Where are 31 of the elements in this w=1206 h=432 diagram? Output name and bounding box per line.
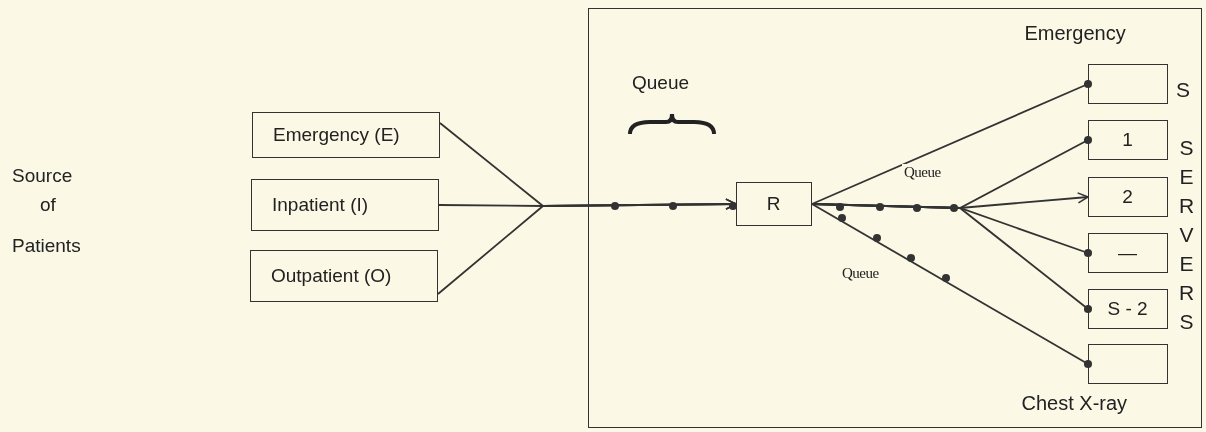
node-text: 1 xyxy=(1122,128,1133,151)
server-caption: Emergency xyxy=(1024,21,1126,45)
router-box xyxy=(735,181,812,226)
connector xyxy=(811,203,1093,369)
source-box xyxy=(252,112,440,158)
node-text: Emergency (E) xyxy=(273,124,400,146)
node-text: — xyxy=(1118,241,1137,264)
server-box xyxy=(1087,232,1168,273)
label-text: of xyxy=(40,194,56,216)
label-text: Queue xyxy=(632,72,690,94)
source-box xyxy=(251,179,439,231)
node-text: Inpatient (I) xyxy=(272,194,369,216)
server-letters: S xyxy=(1176,78,1190,102)
server-box xyxy=(1087,288,1168,329)
source-box xyxy=(250,250,438,302)
server-box xyxy=(1087,119,1168,160)
node-text: 2 xyxy=(1122,185,1133,208)
connector xyxy=(811,79,1093,205)
node-text: S - 2 xyxy=(1107,297,1148,320)
server-box xyxy=(1087,343,1168,384)
label-text: Source xyxy=(12,165,73,187)
edge-label: Queue xyxy=(840,265,881,282)
node-text: R xyxy=(766,192,781,215)
server-box xyxy=(1087,176,1168,217)
node-text: Outpatient (O) xyxy=(271,265,392,287)
label-text: Patients xyxy=(12,235,81,257)
edge-label: Queue xyxy=(902,164,943,181)
server-box xyxy=(1087,63,1168,104)
server-caption: Chest X-ray xyxy=(1021,391,1128,415)
system-boundary-box xyxy=(588,8,1202,428)
server-letters: SERVERS xyxy=(1177,135,1196,335)
